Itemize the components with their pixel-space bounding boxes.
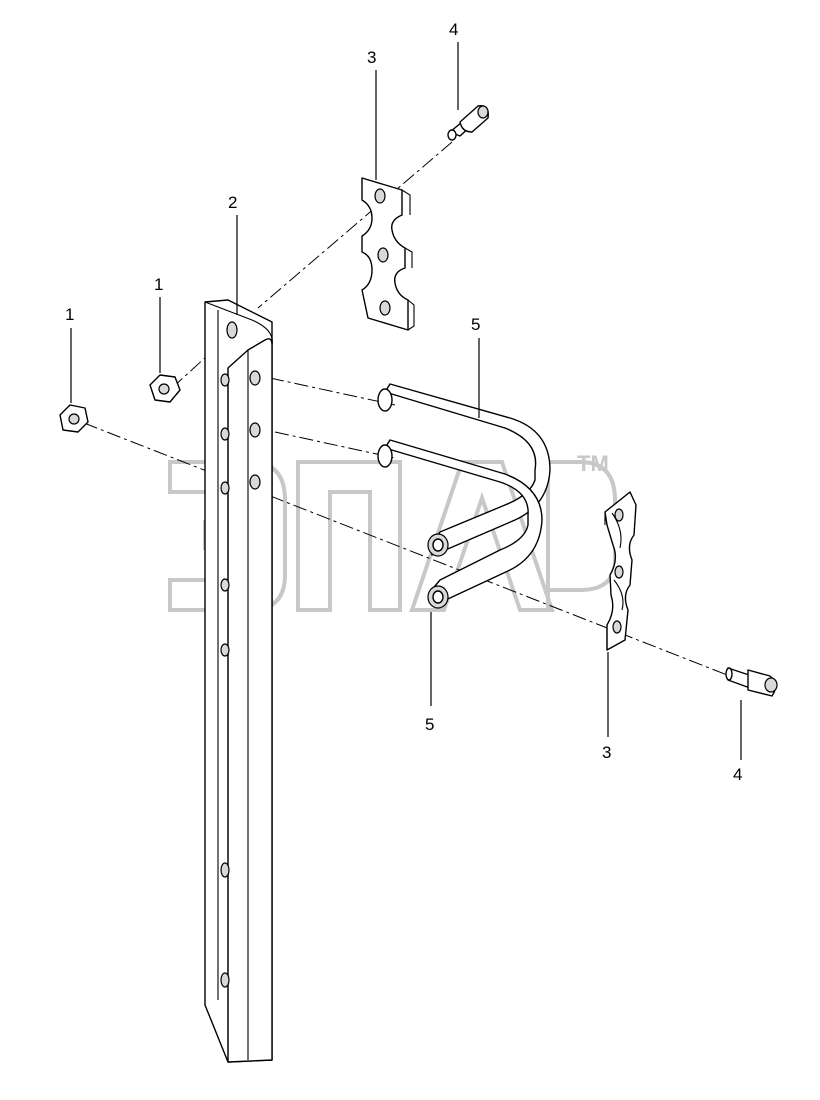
cap-screw-part-4-lower [725,667,778,697]
callout-4-upper-screw: 4 [449,20,458,39]
callout-numbers: 1 1 2 3 3 4 4 5 5 [65,20,742,784]
hex-nut-part-1-upper [149,374,181,403]
watermark-trademark: TM [577,451,609,476]
assembly-centerlines [83,141,741,681]
callout-4-lower-screw: 4 [733,765,742,784]
u-pipe-part-5-upper [377,383,551,557]
callout-3-upper-clamp: 3 [367,48,376,67]
clamp-strip-part-3-upper [361,177,415,331]
u-pipe-part-5-lower [377,439,543,609]
hex-nut-part-1-lower [59,404,89,433]
leader-lines [70,42,742,760]
callout-1-upper-nut: 1 [154,275,163,294]
cap-screw-part-4-upper [447,105,489,141]
angle-bracket-part-2 [204,299,273,1063]
callout-2-bracket: 2 [228,193,237,212]
callout-1-lower-nut: 1 [65,305,74,324]
callout-5-lower-pipe: 5 [425,715,434,734]
callout-3-lower-clamp: 3 [602,743,611,762]
clamp-strip-part-3-lower [604,491,637,651]
callout-5-upper-pipe: 5 [471,315,480,334]
